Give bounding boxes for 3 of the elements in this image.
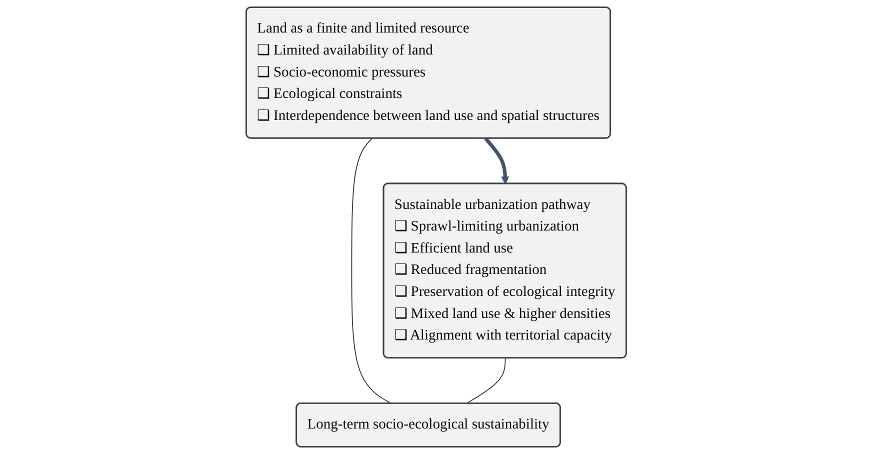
arrow bbox=[484, 137, 509, 184]
connector bbox=[466, 358, 506, 404]
connector bbox=[351, 138, 392, 404]
